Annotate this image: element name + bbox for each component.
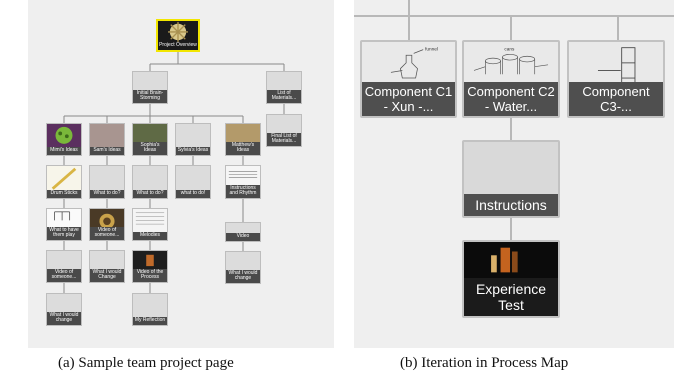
music-notes-icon [54,211,71,221]
idea-node-sophia[interactable]: Sophia's Ideas [132,123,168,156]
node-label: Matthew's Ideas [226,141,260,155]
cans-sketch-icon: cans [473,48,549,75]
component-c3-node[interactable]: Component C3-... [567,40,665,118]
node-label: What I would Change [90,268,124,282]
brainstorming-node[interactable]: Initial Brain-Storming [132,71,168,104]
node-label: Instructions and Rhythm [226,184,260,198]
node-label: What to have them play [47,226,81,240]
node-label: Sophia's Ideas [133,141,167,155]
node-label: Final List of Materials... [267,132,301,146]
node-label: What I would change [226,269,260,283]
what-to-do-node-1[interactable]: What to do? [89,165,125,199]
node-label: Component C3-... [569,82,663,116]
node-label: Project Overview [159,42,197,49]
node-label: Drum Sticks [47,190,81,198]
node-label: What I would change [47,311,81,325]
what-to-have-them-play-node[interactable]: What to have them play [46,208,82,241]
idea-node-sam[interactable]: Sam's Ideas [89,123,125,156]
experience-test-node[interactable]: Experience Test [462,240,560,318]
list-of-materials-node[interactable]: List of Materials... [266,71,302,104]
project-overview-node[interactable]: Project Overview [156,19,200,52]
what-to-do-node-3[interactable]: what to do! [175,165,211,199]
sheet-music-icon [228,171,258,178]
instructions-rhythm-node[interactable]: Instructions and Rhythm [225,165,261,199]
what-i-would-change-node-3[interactable]: What I would change [46,293,82,326]
caption-a: (a) Sample team project page [58,355,234,371]
what-i-would-change-node-2[interactable]: What I would change [225,251,261,284]
sheet-music-icon [135,212,165,225]
component-c2-node[interactable]: cans Component C2 - Water... [462,40,560,118]
connector-lines [354,0,674,240]
connector-lines [63,52,285,293]
video-node[interactable]: Video [225,222,261,242]
node-label: Melodies [133,232,167,240]
node-label: My Reflection [133,317,167,325]
drumstick-icon [51,167,77,190]
sun-gear-icon [168,21,188,42]
idea-node-matthew[interactable]: Matthew's Ideas [225,123,261,156]
video-of-someone-node-2[interactable]: Video of someone... [46,250,82,283]
drum-sticks-node[interactable]: Drum Sticks [46,165,82,199]
node-label: Initial Brain-Storming [133,89,167,103]
node-label: Experience Test [464,278,558,316]
video-of-process-node[interactable]: Video of the Process [132,250,168,283]
sketch-text: funnel [425,47,438,53]
component-c1-node[interactable]: funnel Component C1 - Xun -... [360,40,457,118]
process-map-panel: funnel Component C1 - Xun -... cans Comp… [354,0,674,348]
node-label: What to do? [133,190,167,198]
caption-b: (b) Iteration in Process Map [400,355,569,371]
melodies-node[interactable]: Melodies [132,208,168,241]
node-label: Video of the Process [133,268,167,282]
sketch-text: cans [504,48,515,53]
idea-node-mimi[interactable]: Mimi's Ideas [46,123,82,156]
final-list-node[interactable]: Final List of Materials... [266,114,302,147]
node-label: List of Materials... [267,89,301,103]
node-label: Instructions [464,194,558,216]
node-label: What to do? [90,190,124,198]
node-label: Video of someone... [90,226,124,240]
node-label: what to do! [176,190,210,198]
instructions-node[interactable]: Instructions [462,140,560,218]
node-label: Video of someone... [47,268,81,282]
idea-node-sylvia[interactable]: Sylvia's Ideas [175,123,211,156]
node-label: Video [226,233,260,241]
node-label: Component C2 - Water... [464,82,558,116]
funnel-sketch-icon: funnel [390,47,438,79]
node-label: Component C1 - Xun -... [362,82,455,116]
what-to-do-node-2[interactable]: What to do? [132,165,168,199]
team-project-page-panel: Project Overview Initial Brain-Storming … [28,0,334,348]
what-i-would-change-node-1[interactable]: What I would Change [89,250,125,283]
video-of-someone-node-1[interactable]: Video of someone... [89,208,125,241]
node-label: Sam's Ideas [90,147,124,155]
node-label: Mimi's Ideas [47,147,81,155]
my-reflection-node[interactable]: My Reflection [132,293,168,326]
node-label: Sylvia's Ideas [176,147,210,155]
